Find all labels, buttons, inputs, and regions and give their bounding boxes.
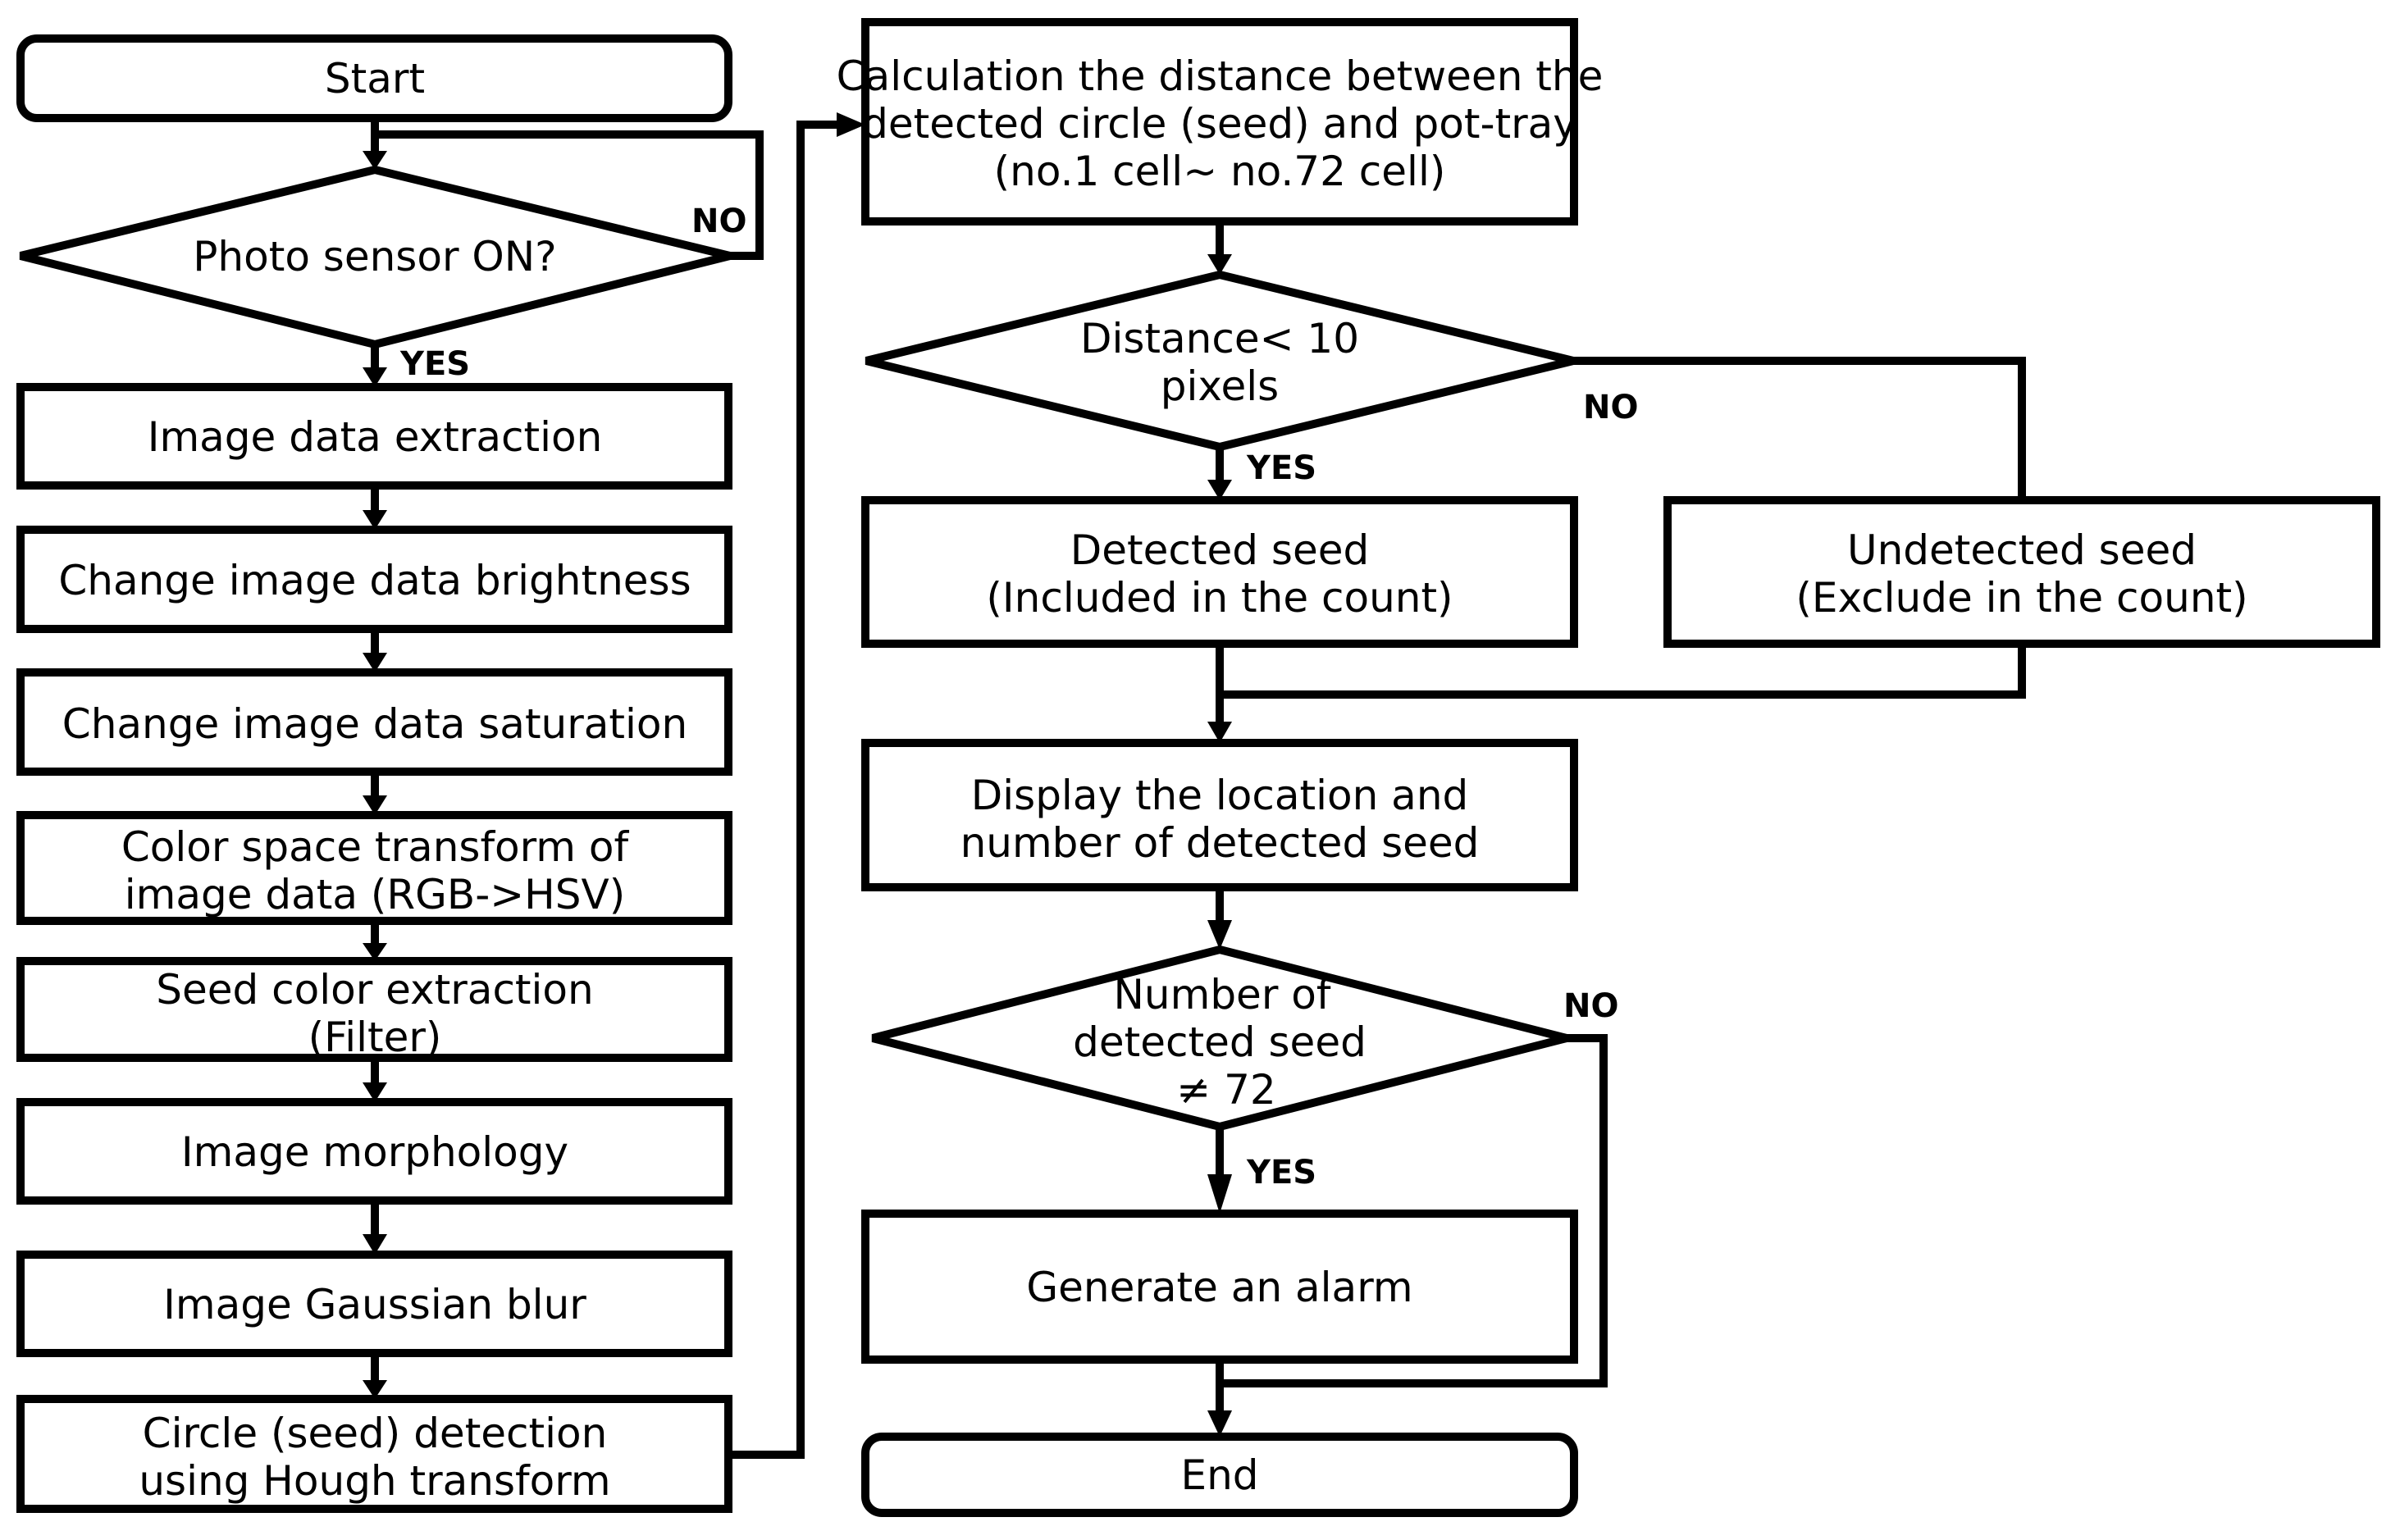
node-image-extraction-label: Image data extraction bbox=[148, 413, 603, 461]
decision-count-line3: ≠ 72 bbox=[1176, 1066, 1275, 1114]
arrowhead-distcheck bbox=[1207, 254, 1232, 275]
node-detected-seed-line1: Detected seed bbox=[1070, 526, 1369, 574]
node-hough-line1: Circle (seed) detection bbox=[143, 1410, 608, 1457]
arrowhead-count bbox=[1207, 920, 1232, 950]
arrowhead-morph bbox=[363, 1082, 387, 1102]
arrowhead-distcalc bbox=[837, 112, 865, 137]
node-display: Display the location and number of detec… bbox=[861, 739, 1578, 891]
connector-undetected-merge bbox=[1216, 640, 2026, 699]
node-end: End bbox=[861, 1433, 1578, 1517]
branch-label-photo-yes: YES bbox=[399, 345, 470, 383]
node-seed-color: Seed color extraction (Filter) bbox=[16, 957, 732, 1062]
arrowhead-end bbox=[1207, 1410, 1232, 1437]
branch-label-count-yes: YES bbox=[1246, 1154, 1316, 1191]
connector-count-no bbox=[1216, 1034, 1608, 1387]
branch-label-distance-yes: YES bbox=[1246, 449, 1316, 487]
node-hough-line2: using Hough transform bbox=[139, 1457, 610, 1505]
node-color-space: Color space transform of image data (RGB… bbox=[16, 811, 732, 925]
arrowheads bbox=[363, 112, 1232, 1437]
connector-hough-to-distcalc bbox=[724, 121, 841, 1459]
node-hough: Circle (seed) detection using Hough tran… bbox=[16, 1395, 732, 1513]
node-end-label: End bbox=[1180, 1451, 1258, 1499]
decision-distance: Distance< 10 pixels bbox=[865, 270, 1575, 452]
node-saturation-label: Change image data saturation bbox=[62, 700, 687, 748]
arrowhead-hough bbox=[363, 1380, 387, 1399]
arrowhead-seedcolor bbox=[363, 943, 387, 961]
node-color-space-line2: image data (RGB->HSV) bbox=[125, 871, 625, 918]
decision-count-line2: detected seed bbox=[1073, 1018, 1367, 1066]
arrowhead-colorspace bbox=[363, 795, 387, 815]
node-start: Start bbox=[16, 34, 732, 122]
decision-distance-line2: pixels bbox=[1161, 362, 1279, 410]
arrowhead-extract bbox=[363, 367, 387, 387]
connectors bbox=[371, 114, 2026, 1459]
branch-labels: NO YES NO YES NO YES bbox=[399, 203, 1638, 1191]
node-gaussian-label: Image Gaussian blur bbox=[163, 1281, 586, 1328]
arrowhead-bright bbox=[363, 510, 387, 530]
connector-dist-no bbox=[1569, 357, 2026, 500]
node-distance-calc-line1: Calculation the distance between the bbox=[837, 52, 1604, 100]
node-detected-seed: Detected seed (Included in the count) bbox=[861, 496, 1578, 648]
node-undetected-seed-line2: (Exclude in the count) bbox=[1795, 574, 2247, 622]
node-undetected-seed: Undetected seed (Exclude in the count) bbox=[1663, 496, 2380, 648]
branch-label-count-no: NO bbox=[1563, 987, 1618, 1025]
decision-photo-sensor-label: Photo sensor ON? bbox=[193, 233, 556, 280]
node-display-line1: Display the location and bbox=[971, 772, 1469, 819]
branch-label-distance-no: NO bbox=[1583, 389, 1638, 426]
arrowhead-photo bbox=[363, 151, 387, 170]
node-distance-calc-line3: (no.1 cell~ no.72 cell) bbox=[994, 148, 1446, 195]
branch-label-photo-no: NO bbox=[691, 203, 746, 240]
node-display-line2: number of detected seed bbox=[960, 819, 1480, 867]
arrowhead-gauss bbox=[363, 1234, 387, 1255]
node-gaussian: Image Gaussian blur bbox=[16, 1251, 732, 1357]
decision-distance-line1: Distance< 10 bbox=[1080, 315, 1359, 362]
node-seed-color-line2: (Filter) bbox=[308, 1014, 442, 1061]
arrowhead-detected bbox=[1207, 480, 1232, 500]
node-brightness-label: Change image data brightness bbox=[58, 557, 691, 604]
node-start-label: Start bbox=[325, 55, 425, 103]
node-seed-color-line1: Seed color extraction bbox=[156, 966, 593, 1014]
node-undetected-seed-line1: Undetected seed bbox=[1847, 526, 2197, 574]
decision-count: Number of detected seed ≠ 72 bbox=[871, 945, 1568, 1132]
node-color-space-line1: Color space transform of bbox=[121, 823, 630, 871]
connector-photo-no-loop bbox=[371, 130, 764, 260]
node-morphology-label: Image morphology bbox=[181, 1128, 568, 1176]
node-detected-seed-line2: (Included in the count) bbox=[986, 574, 1453, 622]
decision-count-line1: Number of bbox=[1114, 971, 1332, 1018]
node-alarm: Generate an alarm bbox=[861, 1210, 1578, 1364]
arrowhead-display bbox=[1207, 722, 1232, 743]
node-morphology: Image morphology bbox=[16, 1098, 732, 1205]
arrowhead-sat bbox=[363, 653, 387, 672]
node-saturation: Change image data saturation bbox=[16, 668, 732, 776]
node-distance-calc-line2: detected circle (seed) and pot-tray bbox=[862, 100, 1577, 148]
node-image-extraction: Image data extraction bbox=[16, 383, 732, 490]
decision-photo-sensor: Photo sensor ON? bbox=[19, 165, 732, 349]
node-brightness: Change image data brightness bbox=[16, 526, 732, 633]
node-alarm-label: Generate an alarm bbox=[1026, 1264, 1412, 1311]
node-distance-calc: Calculation the distance between the det… bbox=[837, 18, 1604, 226]
arrowhead-alarm bbox=[1207, 1174, 1232, 1214]
